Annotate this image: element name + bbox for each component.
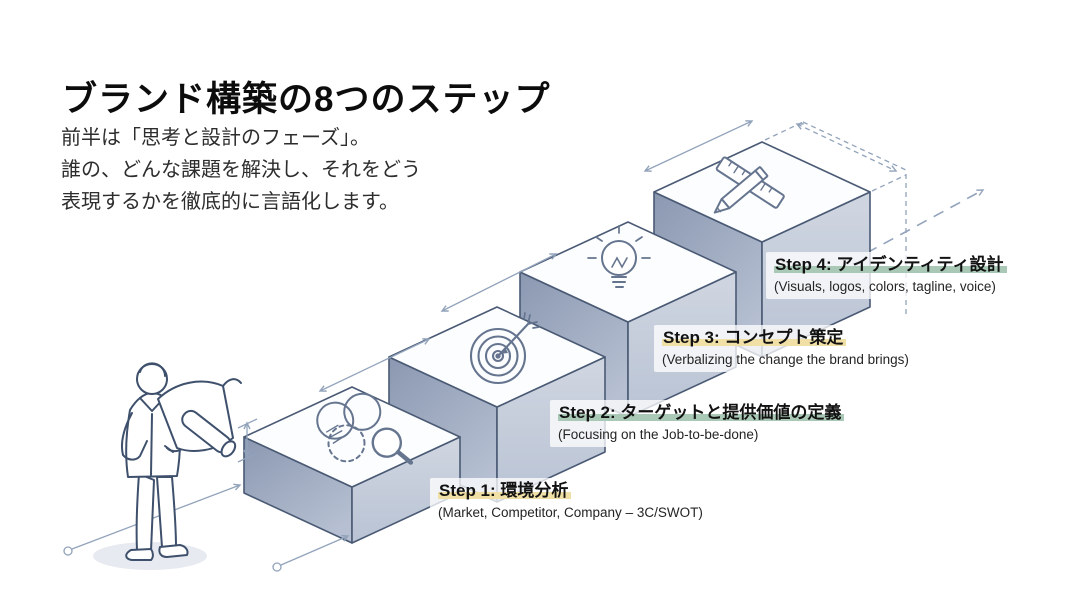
continuation-arrow — [799, 189, 985, 290]
intro-line-3: 表現するかを徹底的に言語化します。 — [61, 191, 399, 213]
intro-text: 前半は「思考と設計のフェーズ」。 誰の、どんな課題を解決し、それをどう 表現する… — [61, 122, 421, 218]
step-1-label: Step 1: 環境分析 (Market, Competitor, Compan… — [430, 478, 711, 526]
target-icon — [469, 312, 540, 385]
dimension-lines — [63, 120, 754, 572]
step-4-label: Step 4: アイデンティティ設計 (Visuals, logos, colo… — [766, 252, 1015, 300]
staircase-step-1 — [243, 386, 461, 544]
dimension-arrow-ghost-top — [795, 123, 898, 172]
step-2-subtitle: (Focusing on the Job-to-be-done) — [558, 427, 759, 443]
venn-search-icon — [316, 392, 414, 465]
step-1-subtitle: (Market, Competitor, Company – 3C/SWOT) — [438, 505, 703, 521]
step-4-title: Step 4: アイデンティティ設計 — [774, 255, 1007, 274]
step-3-subtitle: (Verbalizing the change the brand brings… — [662, 352, 909, 368]
step-3-title: Step 3: コンセプト策定 — [662, 328, 847, 347]
page-title: ブランド構築の8つのステップ — [62, 80, 551, 120]
lightbulb-icon — [587, 225, 651, 288]
intro-line-2: 誰の、どんな課題を解決し、それをどう — [61, 159, 421, 181]
step-2-title: Step 2: ターゲットと提供価値の定義 — [558, 403, 845, 422]
intro-line-1: 前半は「思考と設計のフェーズ」。 — [61, 127, 370, 149]
step-1-title: Step 1: 環境分析 — [438, 481, 572, 500]
step-3-label: Step 3: コンセプト策定 (Verbalizing the change … — [654, 325, 917, 373]
step-4-subtitle: (Visuals, logos, colors, tagline, voice) — [774, 279, 996, 295]
step-2-label: Step 2: ターゲットと提供価値の定義 (Focusing on the J… — [550, 400, 853, 448]
person-figure — [93, 362, 242, 570]
